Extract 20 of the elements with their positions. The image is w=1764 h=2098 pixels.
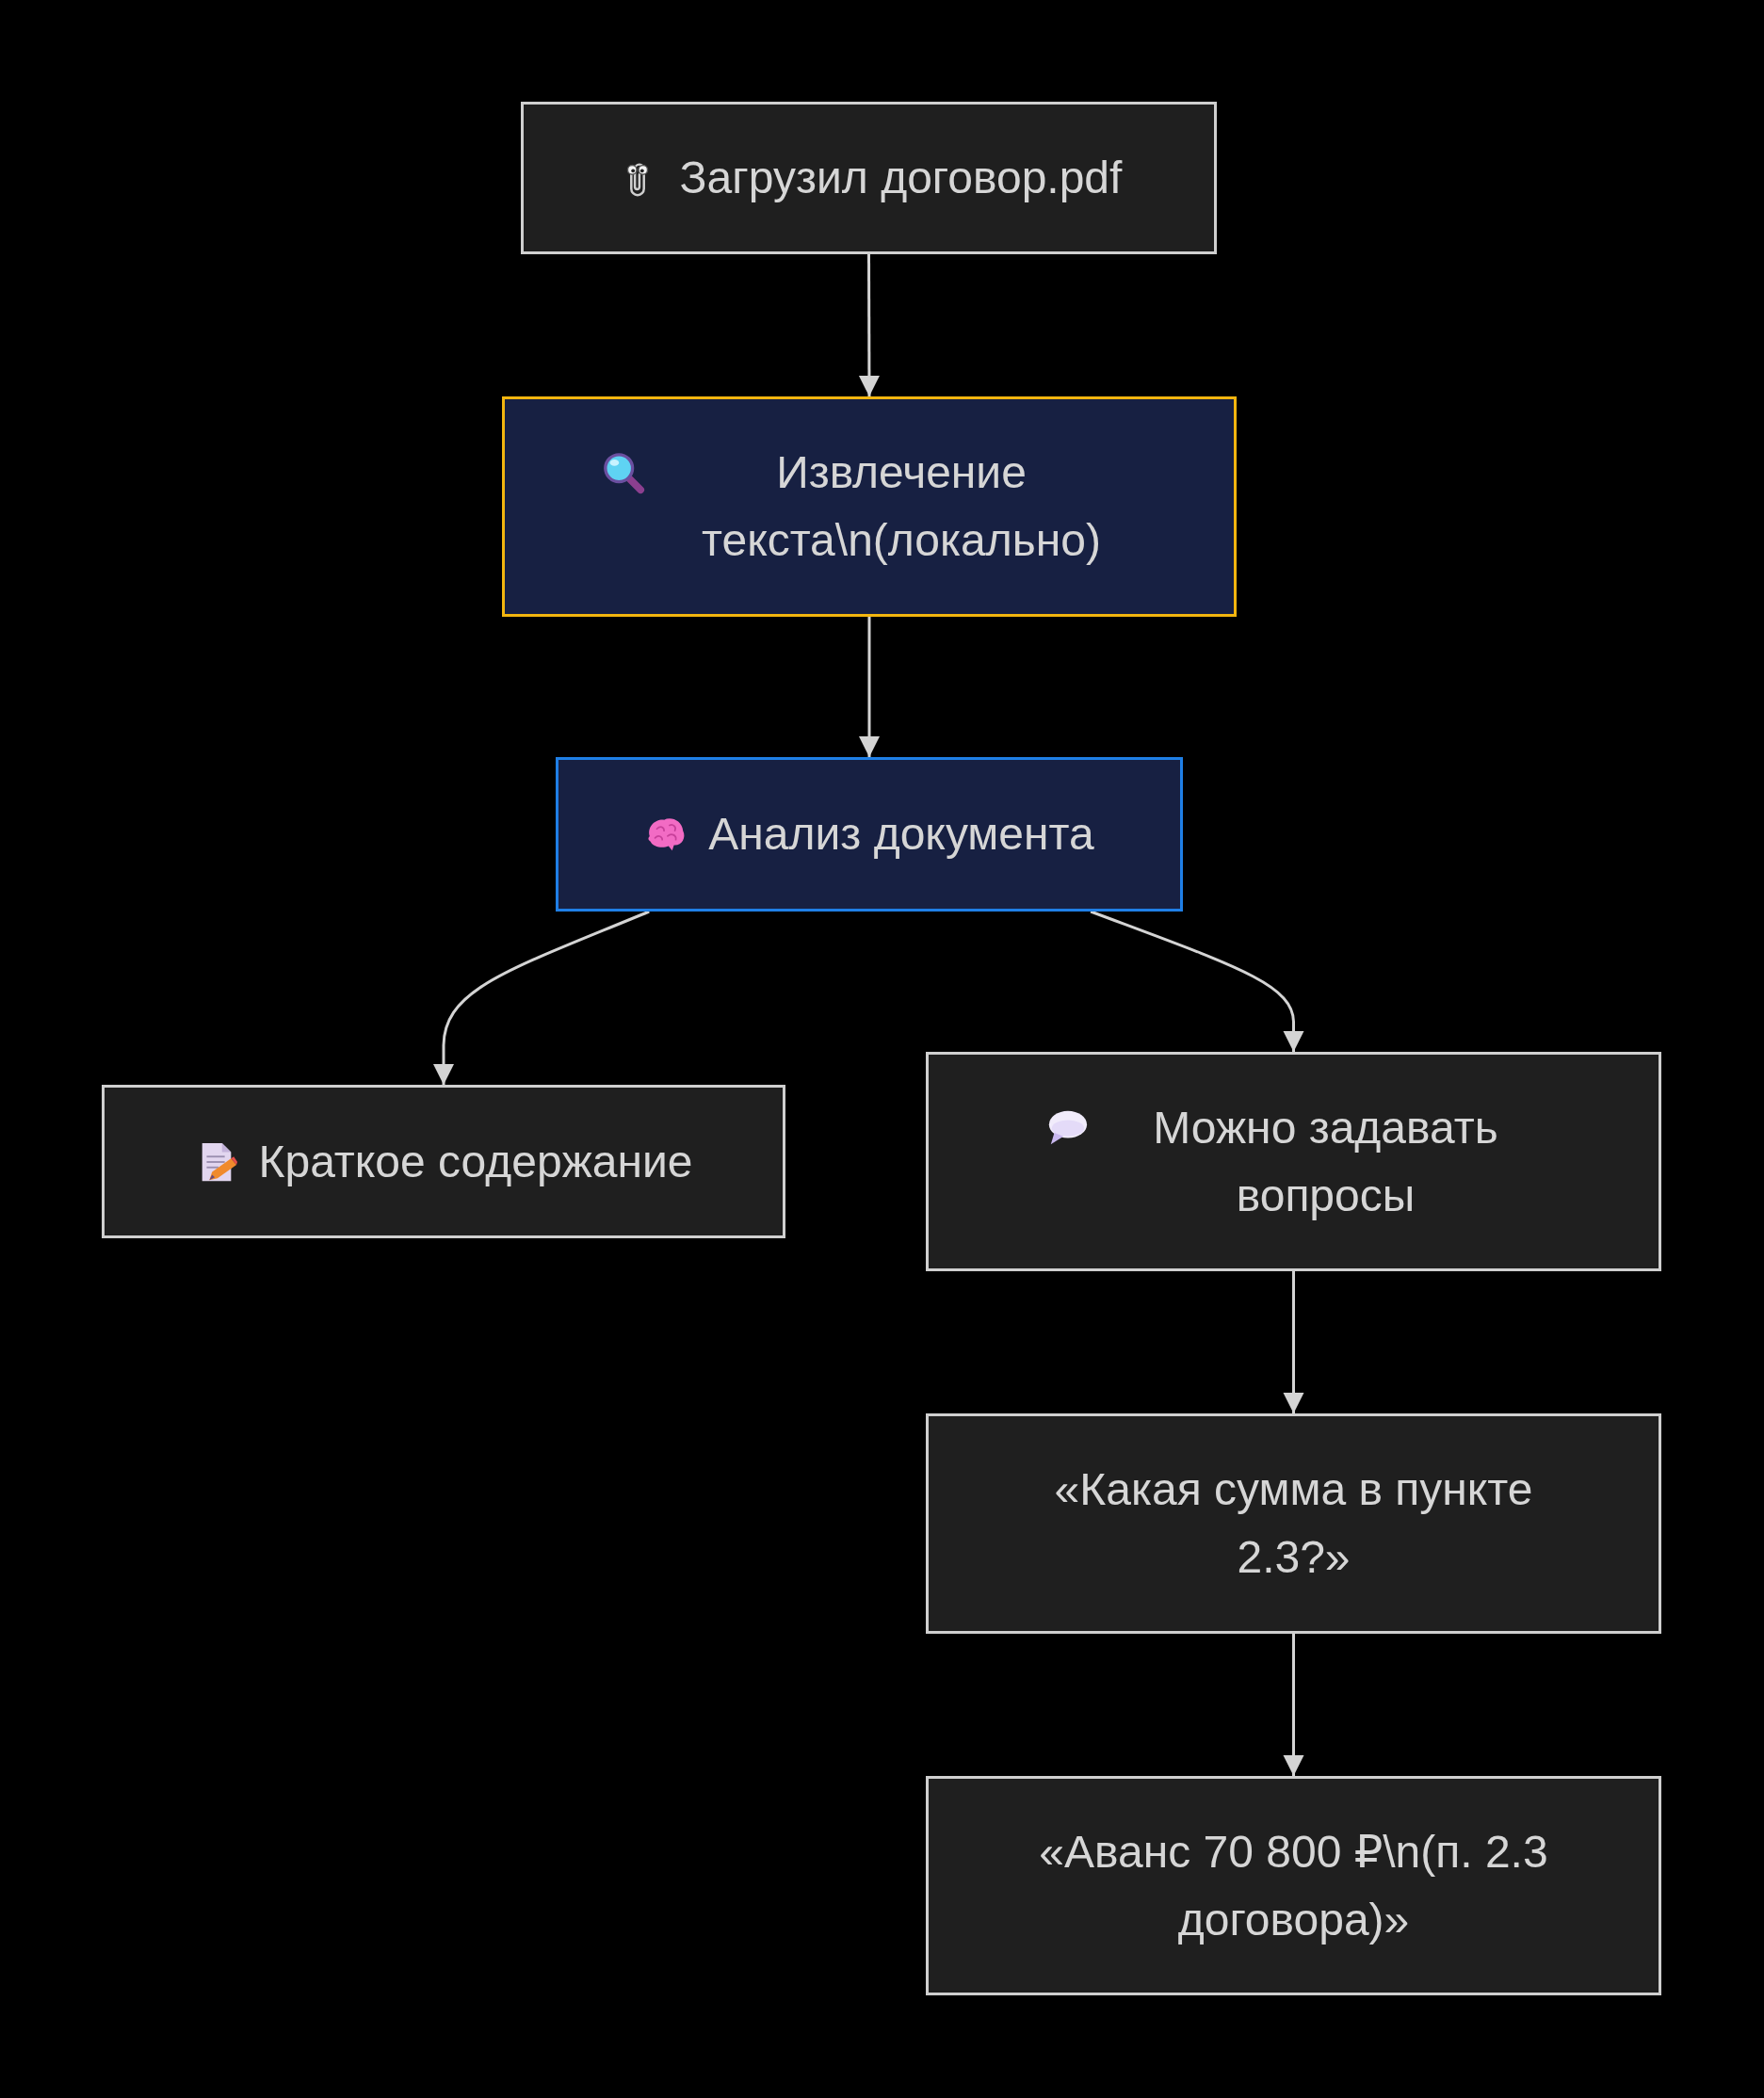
process-box — [556, 757, 1183, 912]
node-label: Можно задавать вопросы — [1152, 1101, 1499, 1222]
node-label: Краткое содержание — [258, 1135, 693, 1188]
node-label: Анализ документа — [708, 808, 1094, 861]
process-box — [102, 1085, 785, 1238]
arrow — [859, 617, 880, 757]
node-label: Загрузил договор.pdf — [679, 152, 1123, 204]
arrow — [858, 254, 880, 396]
process-box — [502, 396, 1237, 617]
process-box — [926, 1413, 1661, 1634]
arrow — [1283, 1634, 1304, 1776]
process-box — [926, 1052, 1661, 1271]
process-box — [521, 102, 1217, 254]
curved-arrow — [1090, 910, 1304, 1052]
node-label: «Какая сумма в пункте 2.3?» — [1053, 1463, 1534, 1584]
process-box — [926, 1776, 1661, 1995]
node-label: Извлечение текста\n(локально) — [701, 446, 1102, 567]
node-label: «Аванс 70 800 ₽\n(п. 2.3 договора)» — [1038, 1825, 1549, 1946]
arrow — [1283, 1271, 1304, 1413]
curved-arrow — [433, 910, 650, 1085]
